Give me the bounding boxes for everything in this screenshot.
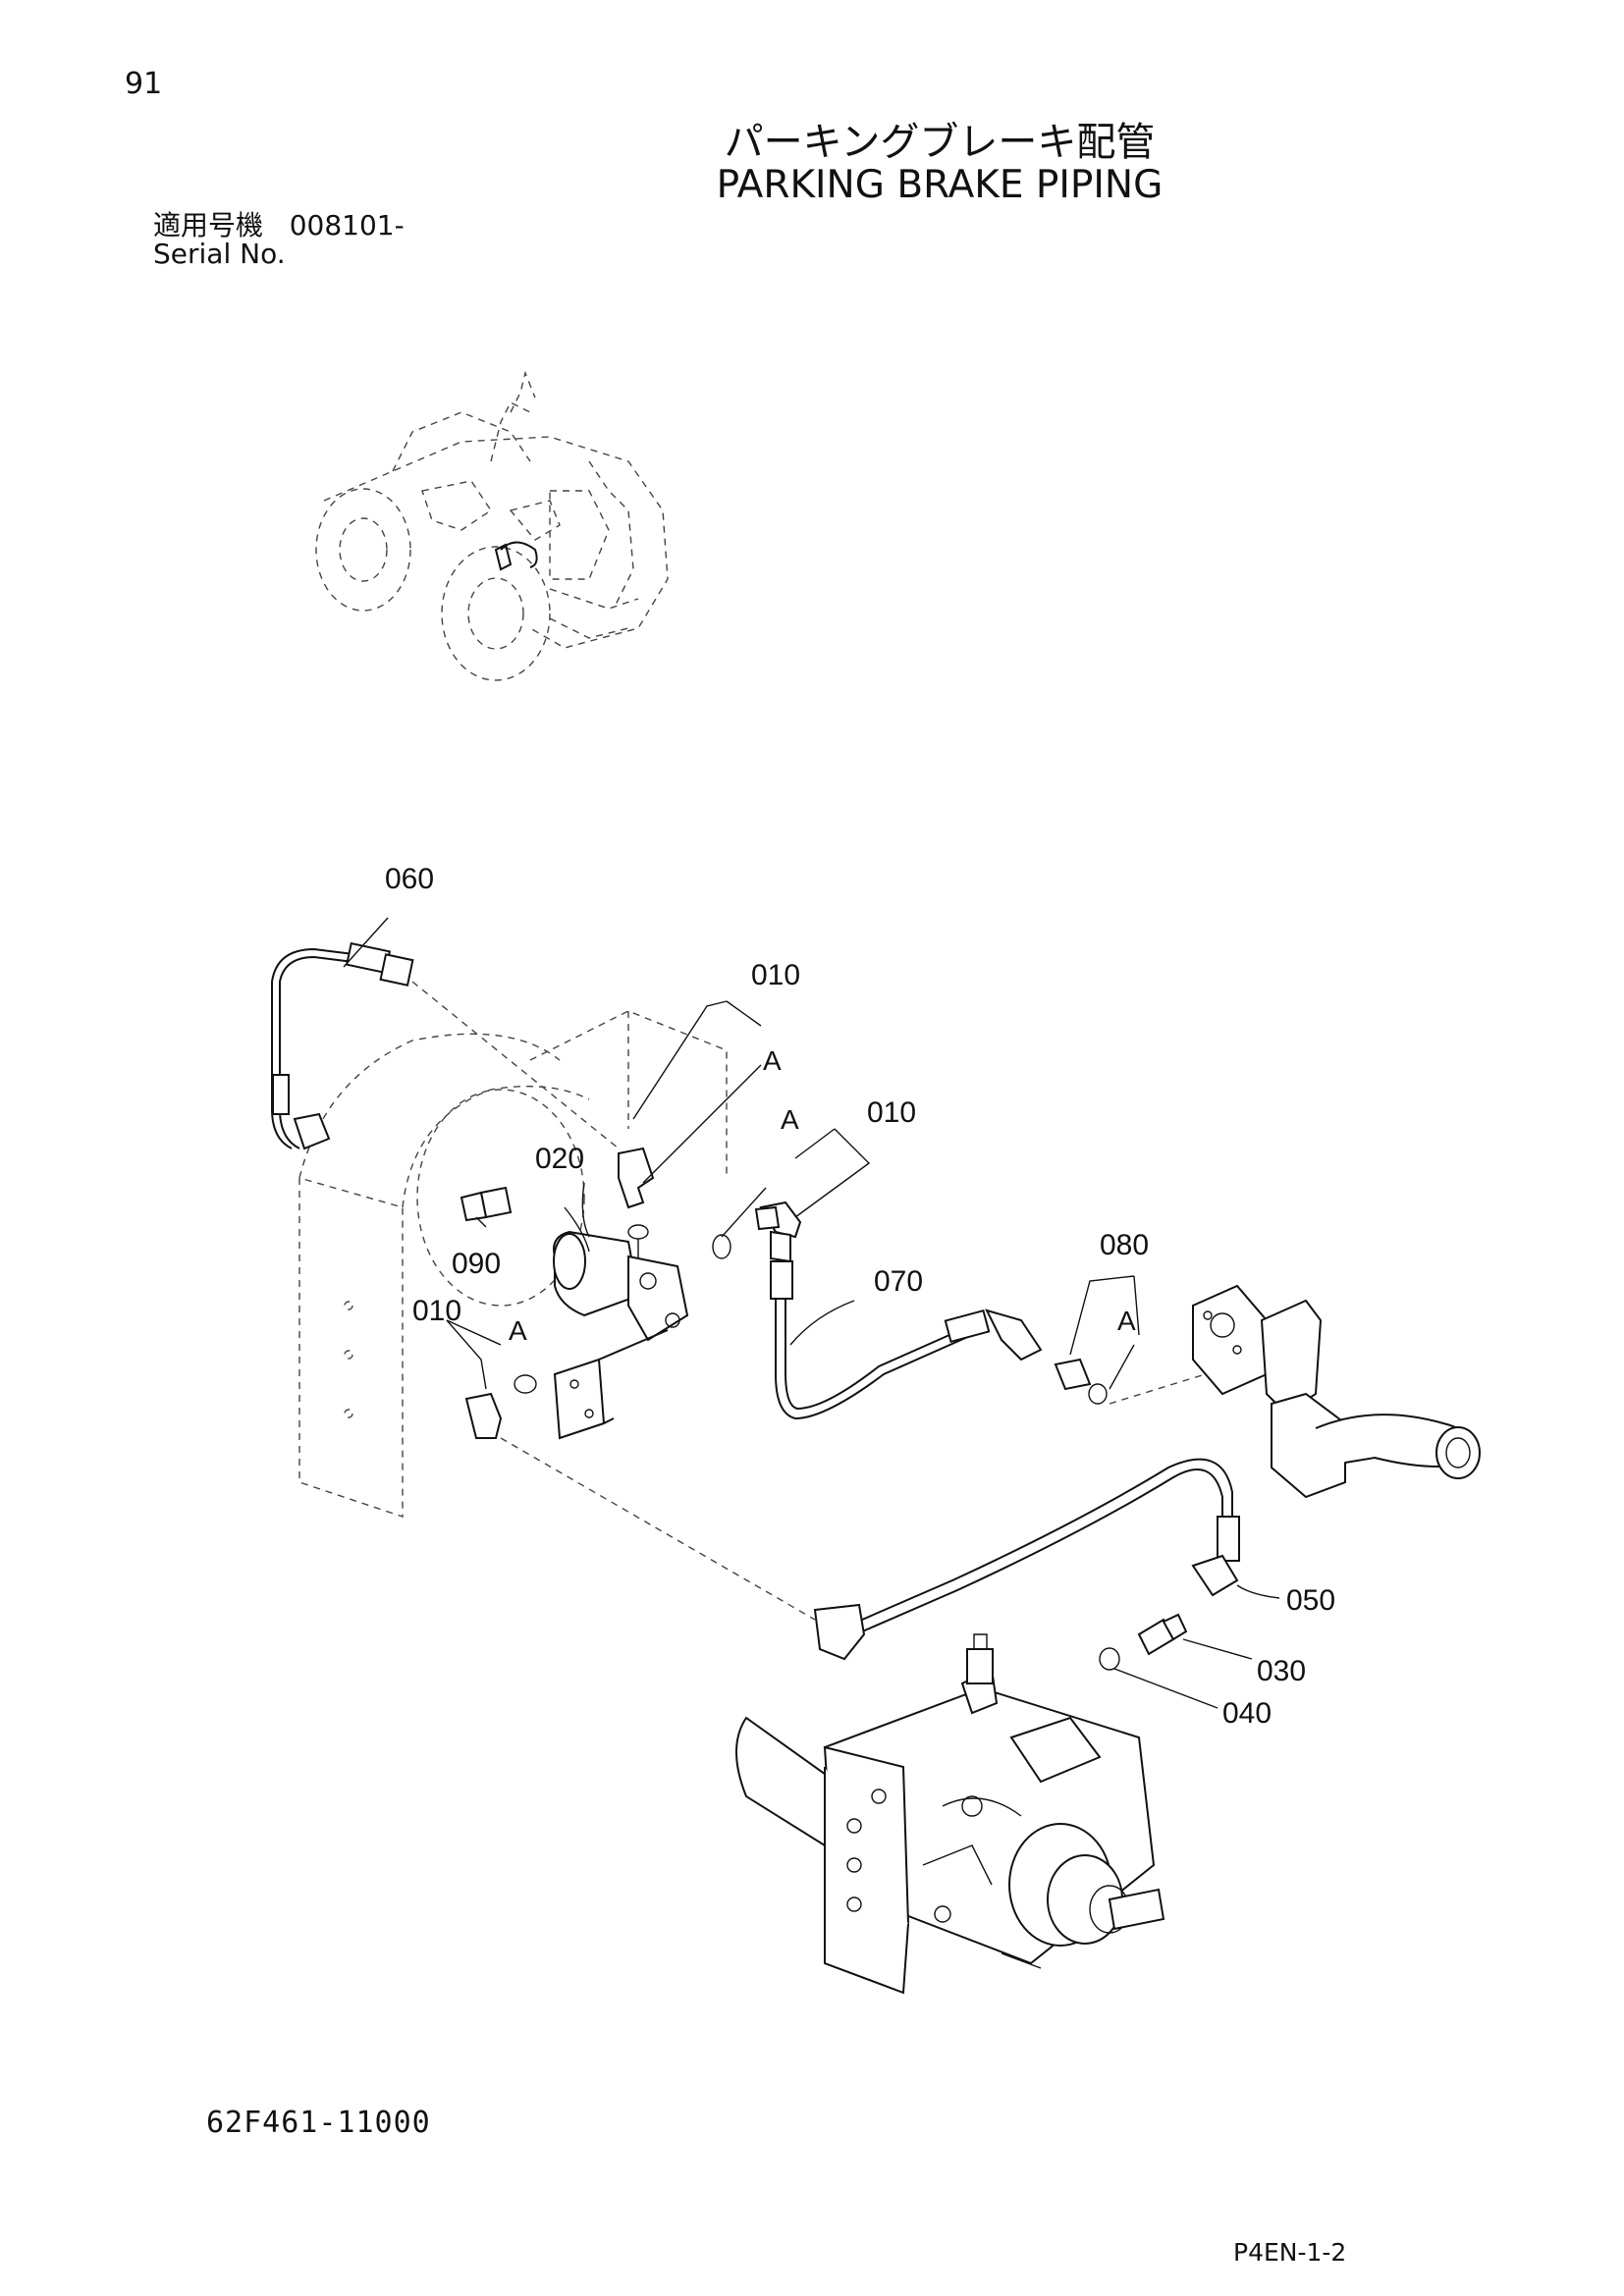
hose-050 xyxy=(500,1437,1240,1661)
serial-label-english: Serial No. xyxy=(153,238,286,270)
page-code: P4EN-1-2 xyxy=(1233,2238,1347,2267)
serial-value: 008101- xyxy=(289,209,405,241)
hose-070 xyxy=(770,1260,1043,1420)
hose-060 xyxy=(271,941,620,1150)
page-number: 91 xyxy=(125,67,163,101)
solenoid-valve-020 xyxy=(553,1182,689,1342)
part-label-060: 060 xyxy=(385,863,434,895)
ref-label-a-left: A xyxy=(509,1315,527,1346)
reference-labels: A A A A xyxy=(509,1045,1136,1346)
elbow-fitting-010-mid xyxy=(712,1201,802,1263)
part-label-030: 030 xyxy=(1257,1655,1306,1687)
part-label-010-mid: 010 xyxy=(867,1096,916,1129)
adapter-030 xyxy=(1137,1613,1188,1656)
page-title-english: PARKING BRAKE PIPING xyxy=(716,163,1164,207)
serial-label-japanese: 適用号機 xyxy=(153,209,264,241)
part-label-050: 050 xyxy=(1286,1584,1335,1617)
transmission-housing-outline xyxy=(298,1010,728,1518)
straight-fitting-080 xyxy=(1054,1358,1238,1405)
serial-applicability: 適用号機 008101- xyxy=(153,204,405,243)
part-label-080: 080 xyxy=(1100,1229,1149,1261)
page-title-japanese: パーキングブレーキ配管 xyxy=(724,120,1156,165)
ref-label-a-top: A xyxy=(763,1045,782,1076)
part-label-010-left: 010 xyxy=(412,1295,461,1327)
part-label-070: 070 xyxy=(874,1265,923,1298)
leader-lines xyxy=(343,917,1280,1709)
o-ring-040 xyxy=(1099,1647,1120,1671)
ref-label-a-right: A xyxy=(1117,1306,1136,1336)
part-label-040: 040 xyxy=(1222,1697,1272,1730)
part-label-020: 020 xyxy=(535,1143,584,1175)
elbow-fitting-010-left xyxy=(464,1374,537,1439)
hydraulic-pump xyxy=(735,1633,1165,1995)
mounting-bracket xyxy=(553,1329,669,1440)
drawing-number: 62F461-11000 xyxy=(206,2106,431,2140)
part-label-010-top: 010 xyxy=(751,959,800,991)
straight-fitting-090 xyxy=(460,1186,513,1222)
manifold-block xyxy=(1192,1284,1481,1499)
part-label-090: 090 xyxy=(452,1248,501,1280)
machine-locator-sketch xyxy=(315,370,669,681)
ref-label-a-mid: A xyxy=(781,1104,799,1135)
part-number-labels: 060 010 010 020 090 010 070 080 050 030 … xyxy=(385,863,1335,1730)
